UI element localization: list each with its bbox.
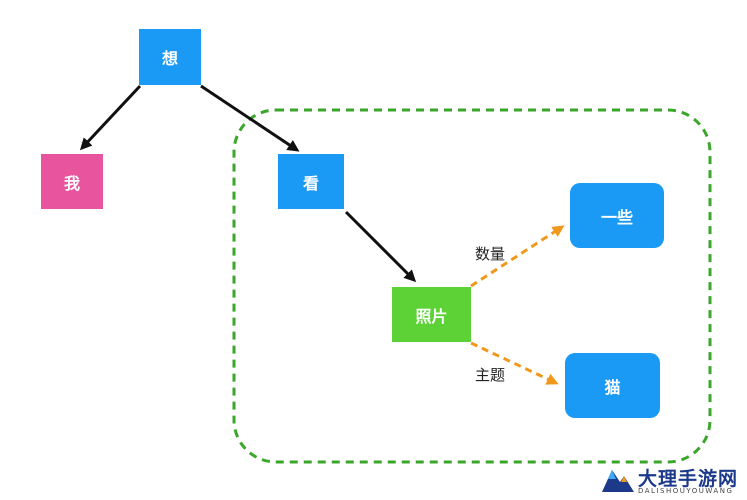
- node-yixie: 一些: [570, 183, 664, 248]
- watermark-text: 大理手游网: [638, 468, 739, 490]
- edge-label-zhuti: 主题: [475, 366, 506, 384]
- mountain-logo-icon: [602, 470, 634, 492]
- edge-zhaopian-yixie: [470, 225, 565, 288]
- node-xiang: 想: [139, 29, 201, 85]
- node-wo: 我: [41, 154, 103, 209]
- edge-xiang-wo: [79, 84, 142, 151]
- edge-label-shuliang: 数量: [475, 245, 506, 263]
- node-kan: 看: [278, 154, 344, 209]
- watermark-subtext: DALISHOUYOUWANG: [638, 487, 734, 495]
- edge-kan-zhaopian: [344, 210, 417, 283]
- edge-xiang-kan: [200, 84, 300, 152]
- watermark: 大理手游网 DALISHOUYOUWANG: [598, 462, 746, 498]
- node-zhaopian: 照片: [392, 287, 471, 342]
- group-boundary: [232, 108, 712, 464]
- node-mao: 猫: [565, 353, 660, 418]
- edge-zhaopian-mao: [470, 341, 559, 385]
